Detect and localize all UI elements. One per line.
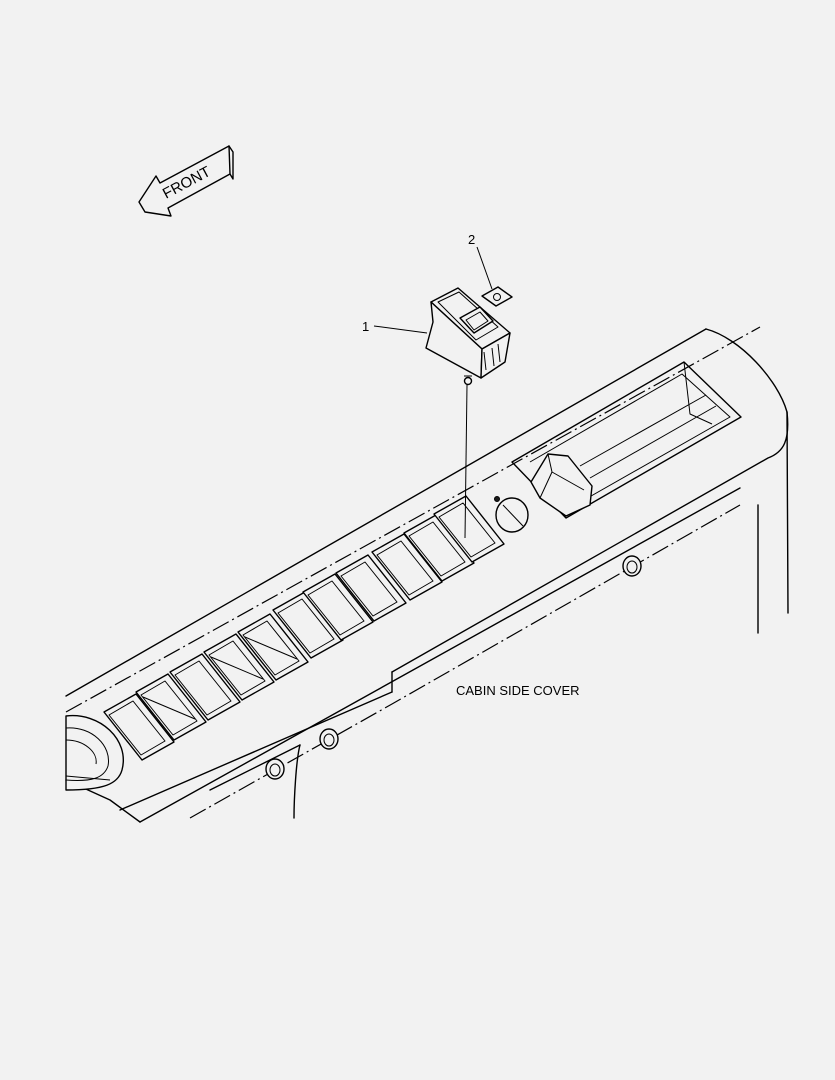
switch-slot [433, 495, 505, 563]
cabin-side-cover [65, 326, 789, 823]
callout-1-number: 1 [362, 319, 369, 334]
switch-slot [203, 633, 275, 701]
switch-symbol-plate [481, 286, 513, 307]
switch-slot [335, 554, 407, 622]
switch-slot-inner [307, 580, 365, 636]
screw-1 [622, 555, 642, 577]
switch-slot-inner [108, 700, 166, 756]
front-direction-arrow: FRONT [138, 145, 234, 217]
slot-blank-cover-mark [142, 696, 196, 720]
slot-blank-cover-mark [244, 636, 298, 660]
switch-slot-inner [340, 561, 398, 617]
switch-slot-inner [140, 680, 198, 736]
callout-2-number: 2 [468, 232, 475, 247]
rocker-switch [425, 287, 511, 386]
callout-1: 1 [362, 319, 428, 334]
cabin-side-cover-label: CABIN SIDE COVER [456, 683, 580, 698]
switch-slot-inner [277, 598, 335, 654]
screw-3 [265, 758, 285, 780]
switch-slot [371, 533, 443, 601]
switch-slot [237, 613, 309, 681]
switch-slot [272, 591, 344, 659]
switch-slot-inner [242, 620, 300, 676]
callout-2: 2 [468, 232, 493, 290]
ignition-knob [65, 714, 124, 791]
switch-slot-inner [174, 660, 232, 716]
switch-slot-inner [408, 521, 466, 577]
switch-slot [403, 514, 475, 582]
switch-slot-inner [438, 502, 496, 558]
slot-blank-cover-mark [210, 656, 264, 680]
installation-line [464, 384, 468, 539]
screw-2 [319, 728, 339, 750]
switch-slot-inner [376, 540, 434, 596]
switch-slot [169, 653, 241, 721]
switch-slot-inner [208, 640, 266, 696]
switch-slot [302, 573, 374, 641]
switch-slot [103, 693, 175, 761]
switch-slot [135, 673, 207, 741]
